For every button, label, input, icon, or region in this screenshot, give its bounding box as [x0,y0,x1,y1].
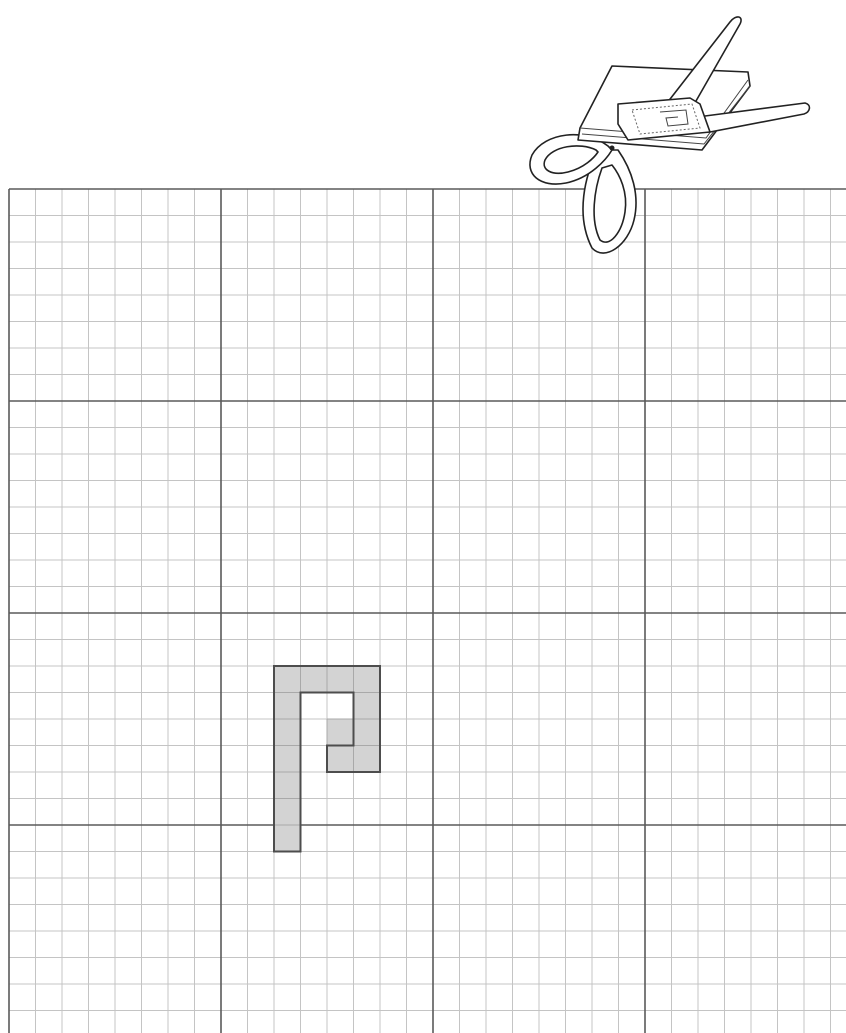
shaded-cell [274,693,301,720]
shaded-cell [274,825,301,852]
shaded-cell [274,746,301,773]
shaded-cell [274,719,301,746]
minor-grid-lines [9,189,846,1033]
shaded-cell [327,719,354,746]
shaded-cell [354,693,381,720]
shaded-cell [274,666,301,693]
shaded-cell [354,719,381,746]
scissors-cutting-folded-paper-icon [530,17,810,253]
shaded-cell [327,666,354,693]
shaded-cell [301,666,328,693]
shaded-cell [327,746,354,773]
shaded-cell [354,746,381,773]
shaded-cell [354,666,381,693]
shaded-cell [274,799,301,826]
major-grid-lines [9,189,846,1033]
shaded-cell [274,772,301,799]
